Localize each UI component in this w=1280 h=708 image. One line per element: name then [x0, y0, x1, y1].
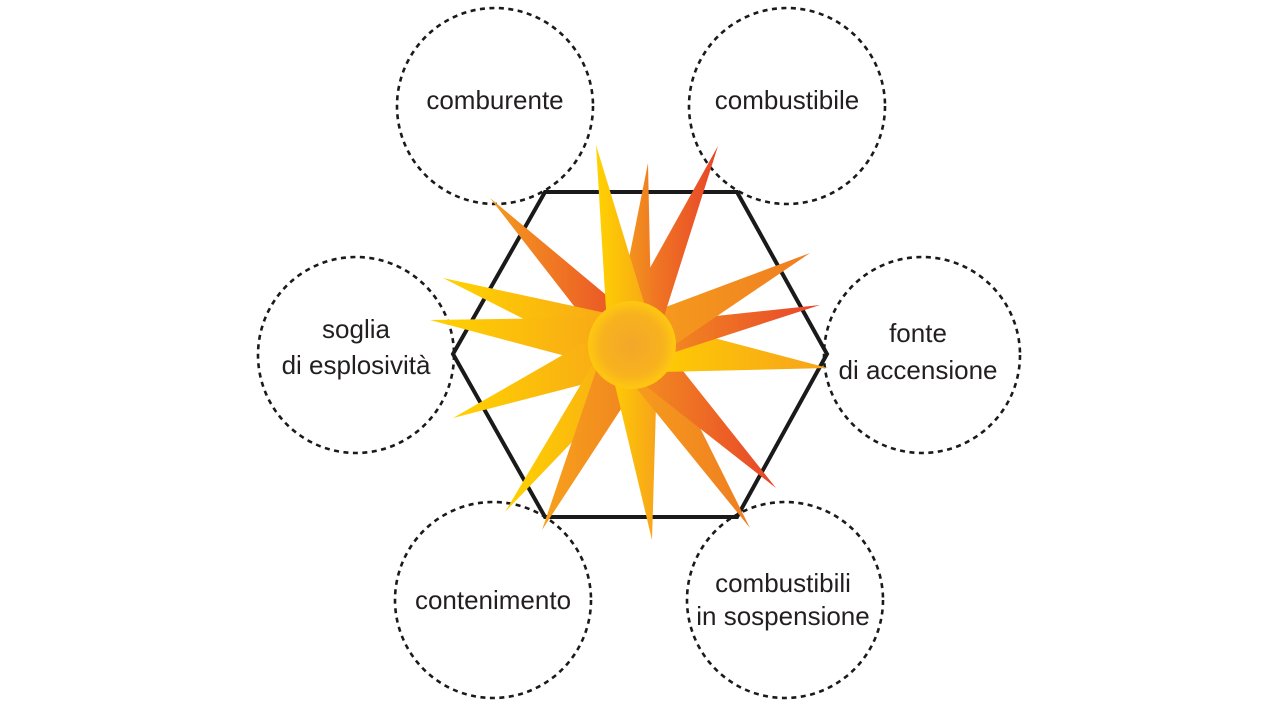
factor-circle-fonte-di-accensione — [822, 255, 1022, 455]
factor-circle-combustibile — [687, 6, 887, 206]
burst-spike — [596, 145, 656, 350]
hexagon-outline — [450, 190, 830, 519]
factor-circles — [256, 6, 1022, 700]
factor-label-fonte-di-accensione-line-2: di accensione — [839, 355, 998, 385]
factor-label-soglia-di-esplosivita-line-2: di esplosività — [282, 350, 431, 380]
burst-spike — [627, 305, 820, 365]
factor-label-fonte-di-accensione-line-1: fonte — [889, 318, 947, 348]
factor-label-combustibili-in-sospensione-line-1: combustibili — [715, 568, 851, 598]
factor-labels: comburente combustibile fonte di accensione… — [282, 85, 998, 631]
explosion-burst-icon — [430, 145, 828, 540]
factor-label-soglia-di-esplosivita-line-1: soglia — [322, 314, 390, 344]
factor-label-contenimento: contenimento — [415, 585, 571, 615]
factor-circle-contenimento — [393, 500, 593, 700]
factor-circle-combustibili-in-sospensione — [685, 500, 885, 700]
factor-label-comburente: comburente — [426, 85, 563, 115]
burst-core — [588, 301, 676, 389]
factor-label-combustibile: combustibile — [715, 85, 860, 115]
factor-label-combustibili-in-sospensione-line-2: in sospensione — [696, 601, 869, 631]
